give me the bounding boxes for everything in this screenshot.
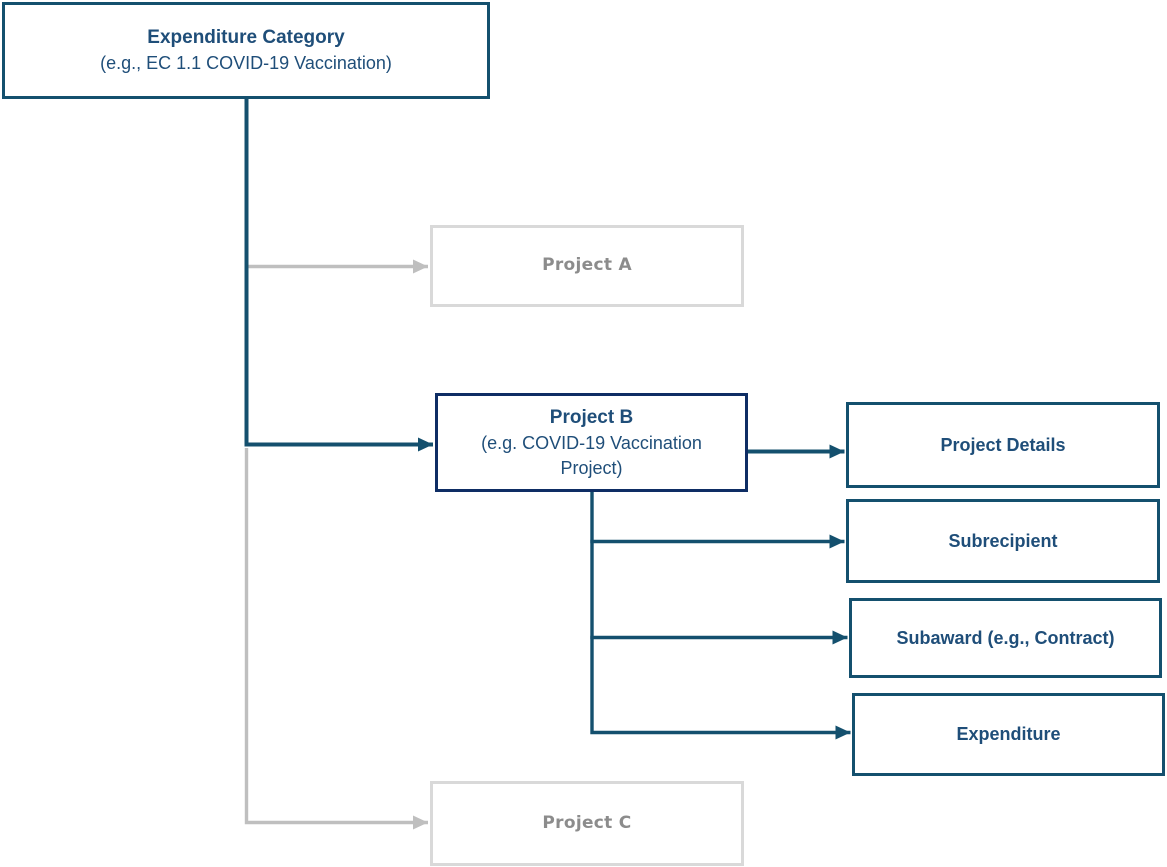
project-details-title: Project Details xyxy=(940,434,1066,455)
expenditure-category-node: Expenditure Category (e.g., EC 1.1 COVID… xyxy=(2,2,490,99)
expenditure-title: Expenditure xyxy=(956,724,1061,745)
project-b-title: Project B xyxy=(549,406,634,428)
project-c-title: Project C xyxy=(542,812,632,833)
project-details-node: Project Details xyxy=(846,402,1160,488)
connector-project-b-to-expenditure xyxy=(590,491,851,740)
project-c-node: Project C xyxy=(430,781,744,866)
expenditure-node: Expenditure xyxy=(852,693,1165,776)
project-a-title: Project A xyxy=(542,255,632,276)
connector-category-to-project-c xyxy=(244,448,428,830)
subaward-node: Subaward (e.g., Contract) xyxy=(849,598,1162,678)
project-b-subtitle: (e.g. COVID-19 Vaccination Project) xyxy=(481,432,702,478)
expenditure-category-subtitle: (e.g., EC 1.1 COVID-19 Vaccination) xyxy=(100,53,392,74)
subaward-title: Subaward (e.g., Contract) xyxy=(896,627,1115,648)
project-a-node: Project A xyxy=(430,225,744,307)
expenditure-category-title: Expenditure Category xyxy=(147,26,345,48)
subrecipient-title: Subrecipient xyxy=(948,530,1058,551)
project-b-node: Project B (e.g. COVID-19 Vaccination Pro… xyxy=(435,393,748,492)
subrecipient-node: Subrecipient xyxy=(846,499,1160,583)
connector-category-to-project-b xyxy=(244,99,433,452)
